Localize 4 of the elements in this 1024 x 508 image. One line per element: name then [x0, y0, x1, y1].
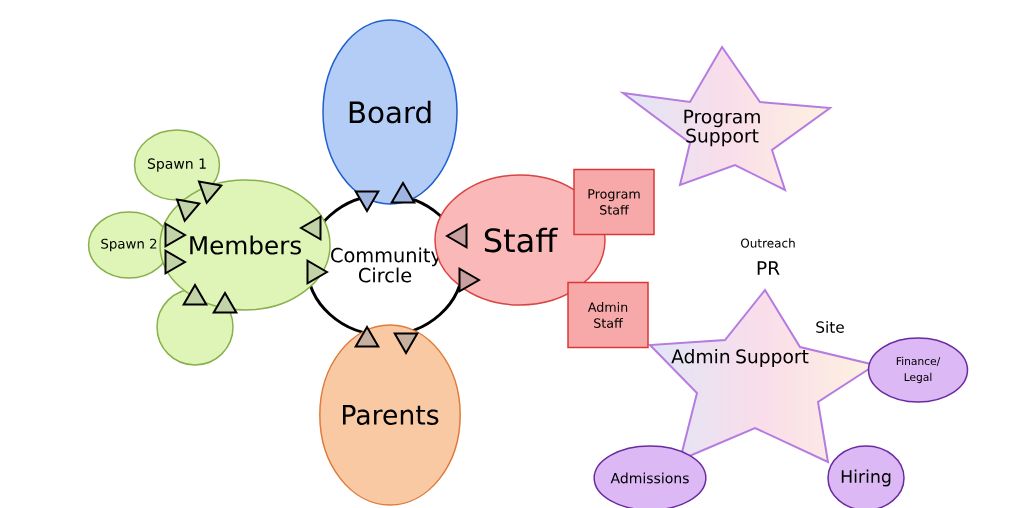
area-label: Site — [816, 321, 844, 333]
staff-box: Admin Staff — [567, 281, 649, 349]
area-label: Outreach — [741, 238, 795, 248]
staff-box: Program Staff — [573, 168, 655, 236]
